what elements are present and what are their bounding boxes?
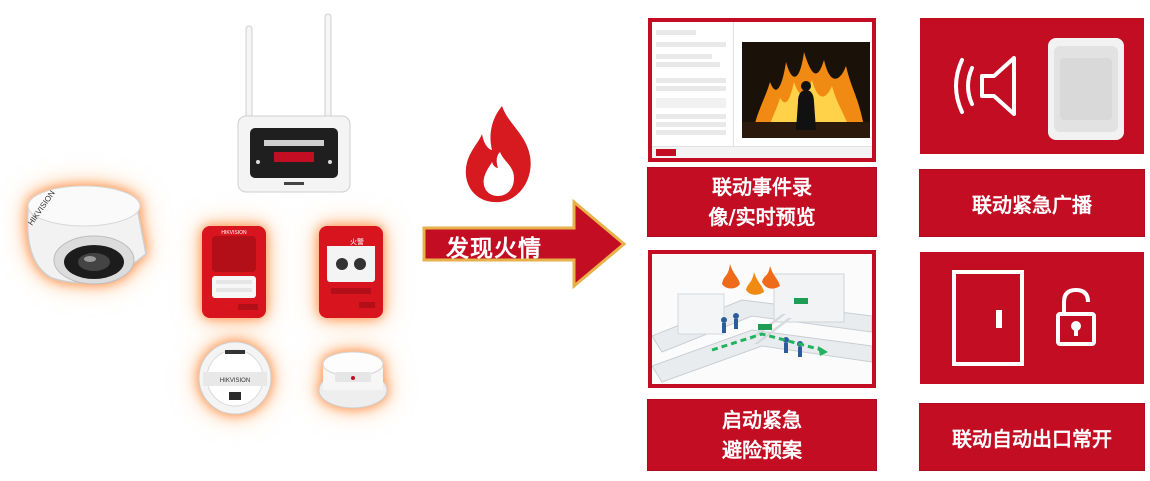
exit-tile xyxy=(920,252,1144,384)
output-evacuation-line1: 启动紧急 xyxy=(722,408,802,432)
arrow-right-icon xyxy=(420,196,628,292)
output-recording-line2: 像/实时预览 xyxy=(708,205,816,229)
smoke-detector-white xyxy=(313,338,393,418)
broadcast-tile xyxy=(920,18,1144,154)
nvr-footer-bar xyxy=(652,146,872,158)
unlock-icon xyxy=(1056,287,1096,346)
manual-call-point: 火警 xyxy=(315,222,387,322)
sound-light-alarm: HIKVISION xyxy=(198,222,270,322)
smoke-detector-dark: HIKVISION xyxy=(195,338,275,418)
dome-camera: HIKVISION xyxy=(18,168,156,300)
nvr-event-panel xyxy=(652,22,734,158)
call-point-text: 火警 xyxy=(350,237,364,246)
nvr-screenshot xyxy=(648,18,876,162)
output-evacuation-label: 启动紧急 避险预案 xyxy=(648,400,876,470)
door-icon xyxy=(952,270,1024,366)
evacuation-illustration xyxy=(648,250,876,388)
wireless-gateway xyxy=(228,12,360,197)
fire-video-frame xyxy=(742,42,870,138)
output-evacuation-line2: 避险预案 xyxy=(722,438,802,462)
output-broadcast-label: 联动紧急广播 xyxy=(920,170,1144,236)
output-recording-line1: 联动事件录 xyxy=(712,175,812,199)
flame-icon xyxy=(458,104,542,204)
nvr-action-button xyxy=(656,149,676,156)
nvr-preview-panel xyxy=(736,22,872,158)
output-exit-label: 联动自动出口常开 xyxy=(920,404,1144,470)
speaker-icon xyxy=(954,56,1016,116)
trigger-label: 发现火情 xyxy=(446,236,542,262)
alarm-brand: HIKVISION xyxy=(221,230,247,236)
output-recording-label: 联动事件录 像/实时预览 xyxy=(648,168,876,236)
smoke-brand: HIKVISION xyxy=(220,378,250,384)
